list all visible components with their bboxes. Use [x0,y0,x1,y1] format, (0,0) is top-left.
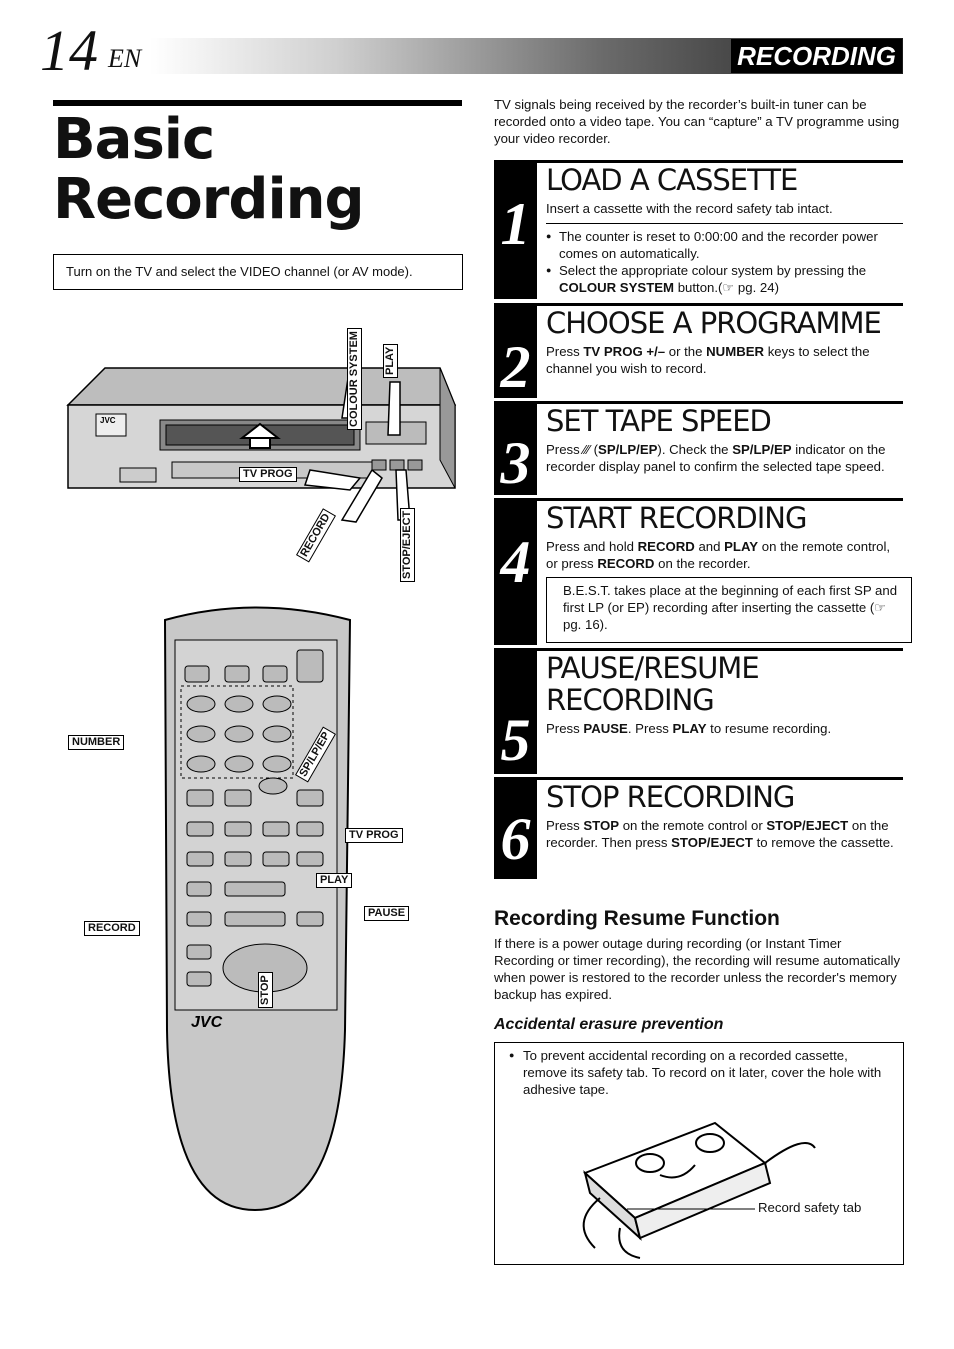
step-4: START RECORDING Press and hold RECORD an… [546,502,903,572]
remote-brand: JVC [191,1014,223,1031]
step-1-text: Insert a cassette with the record safety… [546,201,833,216]
step-1-rule [537,160,903,163]
step-3-number: 3 [500,430,531,496]
step-6-text: Press STOP on the remote control or STOP… [546,818,894,850]
best-note-box: B.E.S.T. takes place at the beginning of… [546,577,912,643]
resume-text: If there is a power outage during record… [494,936,901,1002]
step-4-title: START RECORDING [546,501,807,535]
remote-illustration: JVC [163,606,352,1212]
step-2: CHOOSE A PROGRAMME Press TV PROG +/– or … [546,307,903,377]
label-stop: STOP [258,972,273,1008]
step-3-rule [537,401,903,404]
resume-heading: Recording Resume Function [494,907,780,930]
page-title-line2: Recording [53,167,365,232]
vcr-brand: JVC [100,416,116,425]
step-4-number: 4 [500,529,531,595]
step-1-divider [546,223,903,224]
step-3-bar: 3 [494,401,537,496]
step-3: SET TAPE SPEED Press ⁄⁄⁄ (SP/LP/EP). Che… [546,405,903,475]
title-rule [53,100,462,106]
step-6-title: STOP RECORDING [546,780,795,814]
step-6-rule [537,777,903,780]
step-3-title: SET TAPE SPEED [546,404,772,438]
cassette-illustration [582,1121,816,1263]
page-language: EN [108,44,142,73]
step-2-bar: 2 [494,303,537,400]
step-4-text: Press and hold RECORD and PLAY on the re… [546,539,891,571]
page-title: Basic Recording [53,107,365,232]
accidental-box: To prevent accidental recording on a rec… [494,1042,904,1265]
step-6: STOP RECORDING Press STOP on the remote … [546,781,903,851]
step-5: PAUSE/RESUME RECORDING Press PAUSE. Pres… [546,652,903,737]
accidental-heading: Accidental erasure prevention [494,1016,724,1033]
label-number: NUMBER [68,735,125,750]
section-label: RECORDING [731,39,902,73]
step-5-text: Press PAUSE. Press PLAY to resume record… [546,721,832,736]
step-1-bullet-2: Select the appropriate colour system by … [546,262,903,296]
step-4-bar: 4 [494,498,537,645]
label-colour-system: COLOUR SYSTEM [347,328,362,430]
step-1-title: LOAD A CASSETTE [546,163,798,197]
step-6-number: 6 [500,806,531,872]
intro-box: Turn on the TV and select the VIDEO chan… [53,254,463,290]
page-number: 14 [40,18,98,83]
label-stop-eject: STOP/EJECT [400,507,415,582]
step-2-rule [537,303,903,306]
page-title-line1: Basic [53,107,215,172]
label-record-remote: RECORD [84,921,140,936]
step-1-bar: 1 [494,160,537,299]
step-5-title: PAUSE/RESUME RECORDING [546,651,760,717]
step-4-rule [537,498,903,501]
step-5-number: 5 [500,707,531,773]
step-1-bullet-1: The counter is reset to 0:00:00 and the … [546,228,903,262]
step-2-title: CHOOSE A PROGRAMME [546,306,882,340]
step-1-number: 1 [500,191,531,257]
step-2-number: 2 [500,334,531,400]
step-5-bar: 5 [494,648,537,774]
label-play-vcr: PLAY [383,343,398,378]
step-1-bullets: The counter is reset to 0:00:00 and the … [546,228,903,296]
label-tv-prog-vcr: TV PROG [239,467,297,482]
intro-text: TV signals being received by the recorde… [494,97,900,146]
record-safety-tab-label: Record safety tab [758,1200,862,1215]
label-pause: PAUSE [364,906,410,921]
step-6-bar: 6 [494,777,537,879]
label-tv-prog-remote: TV PROG [345,828,403,843]
step-5-rule [537,648,903,651]
step-2-text: Press TV PROG +/– or the NUMBER keys to … [546,344,870,376]
accidental-text: To prevent accidental recording on a rec… [509,1047,888,1098]
step-1: LOAD A CASSETTE Insert a cassette with t… [546,164,903,217]
label-play-remote: PLAY [316,873,353,888]
step-3-text: Press ⁄⁄⁄ (SP/LP/EP). Check the SP/LP/EP… [546,442,886,474]
